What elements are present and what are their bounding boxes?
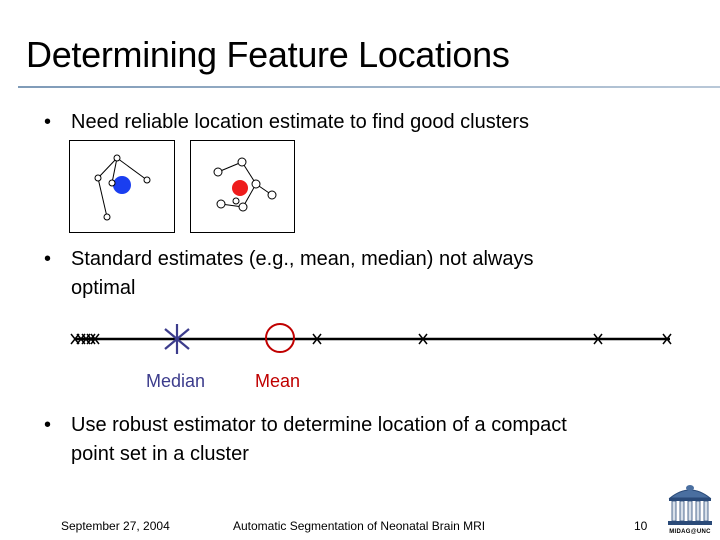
old-well-icon bbox=[668, 485, 712, 525]
edge bbox=[111, 157, 118, 184]
data-point bbox=[267, 190, 277, 200]
x-mark bbox=[86, 333, 96, 345]
x-mark bbox=[312, 333, 322, 345]
bullet-2-text-line2: optimal bbox=[71, 277, 136, 299]
footer-date: September 27, 2004 bbox=[61, 519, 170, 533]
cluster-box-red bbox=[190, 140, 295, 233]
data-point bbox=[232, 197, 240, 205]
bullet-3-text-line1: Use robust estimator to determine locati… bbox=[71, 414, 567, 436]
cluster-diagram-blue bbox=[94, 154, 151, 221]
mean-label: Mean bbox=[255, 371, 301, 391]
data-point bbox=[103, 213, 111, 221]
page-number: 10 bbox=[634, 519, 648, 533]
data-point bbox=[216, 199, 226, 209]
old-well-logo: MIDAG@UNC bbox=[664, 480, 716, 538]
data-point bbox=[108, 179, 116, 187]
edge bbox=[116, 157, 148, 181]
bullet-dot: • bbox=[44, 248, 52, 270]
mean-point-red bbox=[232, 180, 248, 196]
data-point bbox=[251, 179, 261, 189]
number-line-diagram bbox=[70, 323, 672, 354]
median-label: Median bbox=[146, 371, 206, 391]
edge bbox=[97, 157, 118, 179]
slide-title: Determining Feature Locations bbox=[26, 34, 510, 75]
data-point bbox=[113, 154, 121, 162]
data-point bbox=[213, 167, 223, 177]
data-point bbox=[237, 157, 247, 167]
bullet-3-text-line2: point set in a cluster bbox=[71, 443, 249, 465]
cluster-diagram-red bbox=[213, 157, 277, 212]
data-point bbox=[238, 202, 248, 212]
logo-text: MIDAG@UNC bbox=[669, 529, 711, 535]
bullet-2-text-line1: Standard estimates (e.g., mean, median) … bbox=[71, 248, 534, 270]
bullet-dot: • bbox=[44, 414, 52, 436]
median-point-blue bbox=[113, 176, 131, 194]
x-mark bbox=[90, 333, 100, 345]
footer-title: Automatic Segmentation of Neonatal Brain… bbox=[233, 519, 486, 533]
data-point bbox=[143, 176, 151, 184]
median-marker bbox=[164, 324, 190, 354]
x-mark bbox=[662, 333, 672, 345]
mean-marker bbox=[265, 323, 295, 353]
x-mark bbox=[418, 333, 428, 345]
x-mark bbox=[593, 333, 603, 345]
edge bbox=[97, 177, 108, 218]
title-underline bbox=[18, 86, 720, 88]
bullet-dot: • bbox=[44, 111, 52, 133]
cluster-box-blue bbox=[69, 140, 175, 233]
data-point bbox=[94, 174, 102, 182]
bullet-1-text: Need reliable location estimate to find … bbox=[71, 111, 530, 133]
